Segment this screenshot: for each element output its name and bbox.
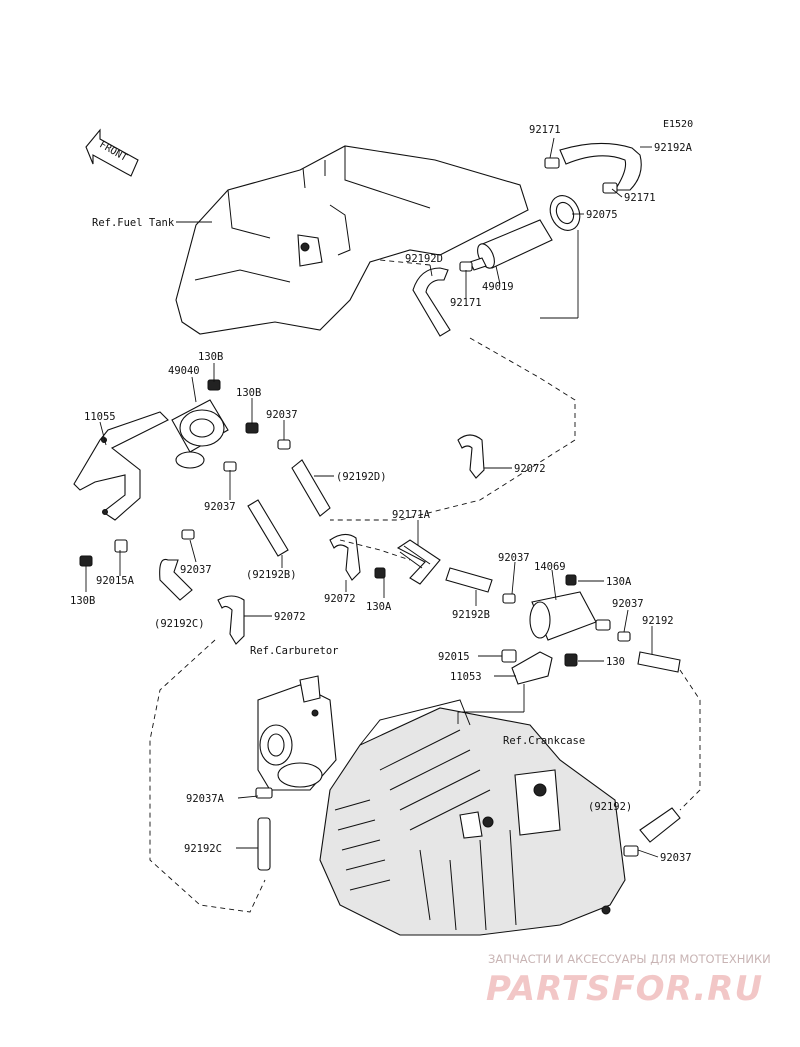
watermark: ЗАПЧАСТИ И АКСЕССУАРЫ ДЛЯ МОТОТЕХНИКИ PA… (486, 952, 771, 1009)
label-92192B-paren: (92192B) (246, 569, 297, 581)
hose-92192-crank (623, 807, 681, 857)
label-92171-low: 92171 (450, 297, 482, 309)
label-92037A: 92037A (186, 793, 225, 805)
fuel-pump-49040 (171, 399, 229, 469)
clamp-92171-top (544, 157, 618, 194)
watermark-subtitle: ЗАПЧАСТИ И АКСЕССУАРЫ ДЛЯ МОТОТЕХНИКИ (488, 952, 771, 966)
label-92192D: 92192D (405, 253, 443, 265)
carburetor-illustration (255, 675, 337, 799)
label-92171-top: 92171 (529, 124, 561, 136)
part-labels: 92171 92192A 92171 92075 Ref.Fuel Tank 9… (70, 124, 693, 864)
label-130: 130 (606, 656, 625, 668)
label-92192A: 92192A (654, 142, 693, 154)
ref-fuel-tank: Ref.Fuel Tank (92, 217, 175, 229)
label-130B-mid: 130B (236, 387, 261, 399)
ref-crankcase: Ref.Crankcase (503, 735, 585, 747)
leader-lines (85, 137, 659, 858)
label-92192-paren: (92192) (588, 801, 632, 813)
clamps-92037-pump (181, 439, 291, 540)
hose-92192B (445, 567, 493, 593)
label-130A-left: 130A (366, 601, 392, 613)
watermark-brand: PARTSFOR.RU (486, 969, 763, 1009)
label-49040: 49040 (168, 365, 200, 377)
label-92072-low: 92072 (274, 611, 306, 623)
label-92072-top: 92072 (514, 463, 546, 475)
label-130B-low: 130B (70, 595, 95, 607)
filter-cup-92075 (549, 195, 581, 231)
label-130B-top: 130B (198, 351, 223, 363)
ref-carburetor: Ref.Carburetor (250, 645, 339, 657)
label-92192B: 92192B (452, 609, 490, 621)
label-92072-mid: 92072 (324, 593, 356, 605)
band-92072 (217, 434, 485, 645)
label-92192: 92192 (642, 615, 674, 627)
fuel-filter-49019 (459, 219, 553, 272)
bracket-92171A (396, 539, 441, 585)
fuel-tank-illustration (175, 145, 529, 335)
bolts-130A (374, 567, 578, 667)
bracket-11053 (501, 649, 553, 685)
crankcase-illustration (319, 699, 626, 936)
label-92037-e: 92037 (612, 598, 644, 610)
hose-92192C-carb (257, 817, 271, 871)
label-92015: 92015 (438, 651, 470, 663)
hose-92192 (637, 651, 681, 673)
fuel-cut-valve-14069 (529, 591, 611, 641)
label-92171-right: 92171 (624, 192, 656, 204)
diagram-code: E1520 (663, 119, 693, 130)
hoses-pump (159, 459, 331, 601)
label-14069: 14069 (534, 561, 566, 573)
label-92075: 92075 (586, 209, 618, 221)
label-92037-c: 92037 (180, 564, 212, 576)
label-92037-b: 92037 (204, 501, 236, 513)
label-49019: 49019 (482, 281, 514, 293)
bolt-130B (79, 379, 259, 567)
label-11055: 11055 (84, 411, 116, 423)
label-92192D-paren: (92192D) (336, 471, 387, 483)
label-11053: 11053 (450, 671, 482, 683)
label-92192C: 92192C (184, 843, 222, 855)
label-92171A: 92171A (392, 509, 431, 521)
label-92192C-paren: (92192C) (154, 618, 205, 630)
label-92015A: 92015A (96, 575, 135, 587)
label-92037-a: 92037 (266, 409, 298, 421)
bracket-11055 (73, 411, 169, 521)
hose-92192D-top (412, 267, 451, 337)
label-130A-right: 130A (606, 576, 632, 588)
label-92037-f: 92037 (660, 852, 692, 864)
fuel-hose-92192A (559, 142, 642, 191)
front-arrow-icon: FRONT (85, 128, 139, 177)
label-92037-d: 92037 (498, 552, 530, 564)
